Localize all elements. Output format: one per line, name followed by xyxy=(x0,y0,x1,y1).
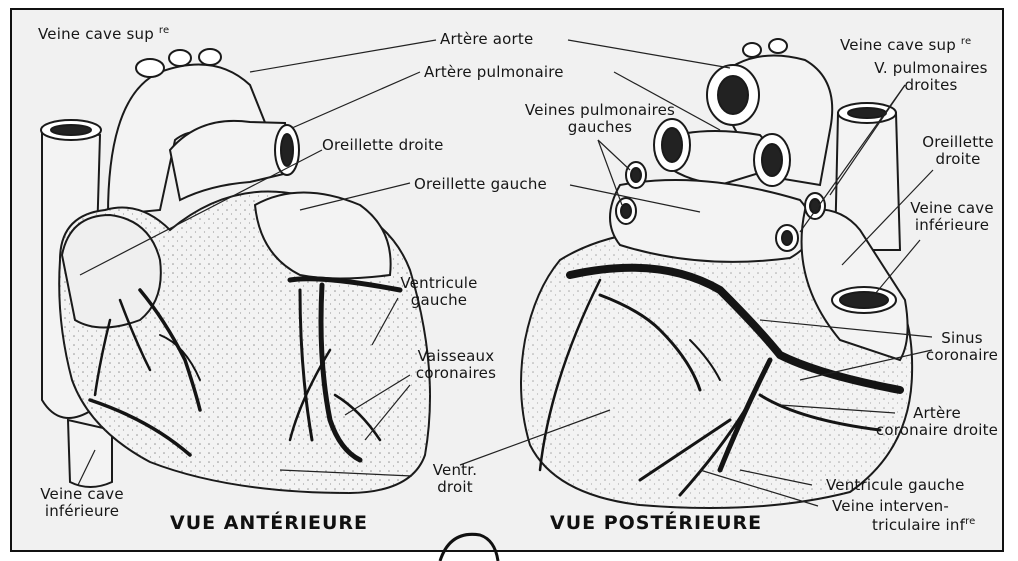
label-anterior-ventricule-gauche-line1: Ventricule xyxy=(398,275,480,292)
label-posterior-v-pulm-droites-line2: droites xyxy=(856,77,1006,94)
label-posterior-v-pulmonaires-droites: V. pulmonaires droites xyxy=(856,60,1006,94)
label-anterior-veine-cave-inf: Veine cave inférieure xyxy=(36,486,128,520)
label-posterior-veine-interv-line2: triculaire infre xyxy=(832,514,976,533)
label-anterior-ventricule-gauche: Ventricule gauche xyxy=(398,275,480,309)
label-posterior-sinus-coronaire: Sinus coronaire xyxy=(920,330,1004,364)
label-posterior-oreillette-droite-line1: Oreillette xyxy=(912,134,1004,151)
label-posterior-veine-cave-inf-line1: Veine cave xyxy=(900,200,1004,217)
label-posterior-artere-cor-line1: Artère xyxy=(872,405,1002,422)
label-posterior-v-pulm-droites-line1: V. pulmonaires xyxy=(856,60,1006,77)
title-vue-anterieure: VUE ANTÉRIEURE xyxy=(170,512,368,534)
label-posterior-artere-coronaire-droite: Artère coronaire droite xyxy=(872,405,1002,439)
label-anterior-veine-cave-inf-line2: inférieure xyxy=(36,503,128,520)
label-posterior-ventricule-gauche: Ventricule gauche xyxy=(826,477,965,494)
label-anterior-oreillette-gauche: Oreillette gauche xyxy=(414,176,547,193)
label-posterior-veine-interventriculaire: Veine interven- triculaire infre xyxy=(832,498,976,533)
label-anterior-vaisseaux-coronaires: Vaisseaux coronaires xyxy=(408,348,504,382)
label-posterior-veines-pulm-gauches-line2: gauches xyxy=(500,119,700,136)
partial-figure-fragment xyxy=(440,534,498,561)
label-anterior-veine-cave-sup: Veine cave sup re xyxy=(38,22,169,43)
label-anterior-ventr-droit: Ventr. droit xyxy=(430,462,480,496)
label-posterior-sinus-line1: Sinus xyxy=(920,330,1004,347)
label-posterior-veine-interv-line1: Veine interven- xyxy=(832,498,976,514)
label-anterior-artere-aorte: Artère aorte xyxy=(440,31,533,48)
label-posterior-sinus-line2: coronaire xyxy=(920,347,1004,364)
label-posterior-veine-cave-inf: Veine cave inférieure xyxy=(900,200,1004,234)
label-posterior-veines-pulmonaires-gauches: Veines pulmonaires gauches xyxy=(500,102,700,136)
label-posterior-oreillette-droite: Oreillette droite xyxy=(912,134,1004,168)
label-anterior-ventricule-gauche-line2: gauche xyxy=(398,292,480,309)
label-anterior-vaisseaux-line1: Vaisseaux xyxy=(408,348,504,365)
label-anterior-ventr-droit-line1: Ventr. xyxy=(430,462,480,479)
label-anterior-vaisseaux-line2: coronaires xyxy=(408,365,504,382)
anterior-pulmonary-artery xyxy=(170,121,292,200)
label-posterior-veine-cave-sup: Veine cave sup re xyxy=(840,33,971,54)
label-posterior-oreillette-droite-line2: droite xyxy=(912,151,1004,168)
label-anterior-artere-pulmonaire: Artère pulmonaire xyxy=(424,64,564,81)
label-anterior-oreillette-droite: Oreillette droite xyxy=(322,137,444,154)
label-anterior-veine-cave-inf-line1: Veine cave xyxy=(36,486,128,503)
label-posterior-veines-pulm-gauches-line1: Veines pulmonaires xyxy=(500,102,700,119)
label-posterior-artere-cor-line2: coronaire droite xyxy=(872,422,1002,439)
title-vue-posterieure: VUE POSTÉRIEURE xyxy=(550,512,762,534)
label-anterior-ventr-droit-line2: droit xyxy=(430,479,480,496)
label-posterior-veine-cave-inf-line2: inférieure xyxy=(900,217,1004,234)
anterior-right-atrium xyxy=(62,215,161,328)
